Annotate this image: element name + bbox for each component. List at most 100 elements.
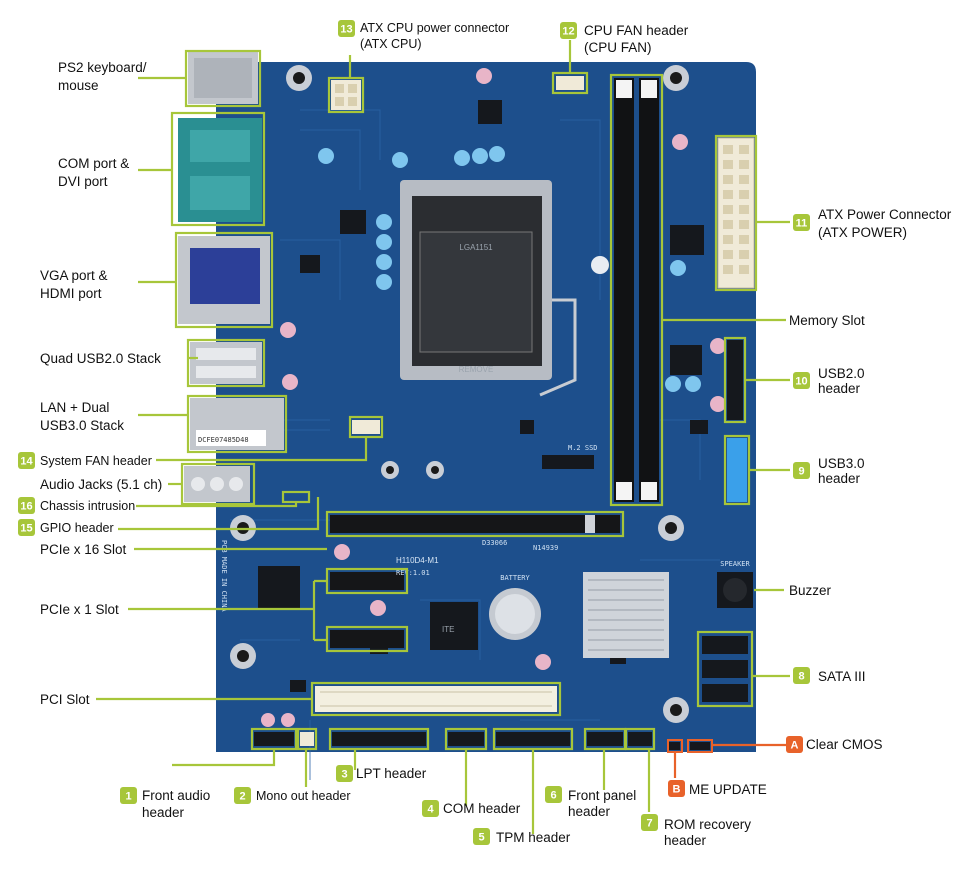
callout-9-line1: USB3.0 [818,456,865,471]
label-audio-jacks: Audio Jacks (5.1 ch) [40,477,162,492]
pcie-x1-slot-2 [330,630,404,648]
callout-10-line2: header [818,381,861,396]
callout-9: 9 USB3.0 header [793,456,865,486]
board-marker [591,256,609,274]
label-pci: PCI Slot [40,692,90,707]
system-fan-connector [352,420,380,434]
badge-11: 11 [796,218,808,230]
callout-14: 14 System FAN header [18,452,152,469]
label-usb2-stack: Quad USB2.0 Stack [40,351,161,366]
callout-b-line1: ME UPDATE [689,782,767,797]
callout-15-line1: GPIO header [40,521,114,535]
badge-8: 8 [798,671,804,683]
badge-a: A [791,740,799,752]
sticker-serial: DCFE07485D48 [198,436,249,444]
callout-a-line1: Clear CMOS [806,737,883,752]
callout-13-line2: (ATX CPU) [360,37,422,51]
badge-16: 16 [20,501,32,513]
memory-slots [614,78,659,502]
usb2-connector [727,340,743,420]
board-code-b: N14939 [533,544,558,552]
board-model: H110D4-M1 [396,556,439,565]
label-pcie1: PCIe x 1 Slot [40,602,119,617]
badge-12: 12 [562,26,574,38]
badge-6: 6 [550,790,556,802]
motherboard: LGA1151 REMOVE [178,52,756,780]
socket-label: LGA1151 [459,243,493,252]
m2-slot [542,455,594,469]
callout-12: 12 CPU FAN header (CPU FAN) [560,22,689,55]
label-vga-hdmi-line1: VGA port & [40,268,108,283]
callout-11-line2: (ATX POWER) [818,225,907,240]
callout-6-line1: Front panel [568,788,636,803]
callout-5: 5 TPM header [473,828,571,845]
badge-10: 10 [795,376,807,388]
callout-6-line2: header [568,804,611,819]
remove-label: REMOVE [459,365,494,374]
capacitors [261,68,726,727]
board-code-a: D33066 [482,539,507,547]
badge-9: 9 [798,466,804,478]
bottom-headers [254,732,710,750]
mounting-holes [230,65,689,723]
callout-13-line1: ATX CPU power connector [360,21,509,35]
callout-1-line1: Front audio [142,788,210,803]
badge-4: 4 [427,804,434,816]
callout-10-line1: USB2.0 [818,366,865,381]
callout-15: 15 GPIO header [18,519,114,536]
callout-b: B ME UPDATE [668,780,767,797]
board-rev: REV:1.01 [396,569,430,577]
cmos-battery: BATTERY [489,574,541,640]
callout-2-line1: Mono out header [256,789,351,803]
badge-15: 15 [20,523,32,535]
buzzer-component: SPEAKER [717,560,753,608]
sata-ports [702,636,748,702]
cpu-fan-connector [556,76,584,90]
callout-16: 16 Chassis intrusion [18,497,135,514]
callout-3: 3 LPT header [336,765,427,782]
label-com-dvi-line2: DVI port [58,174,108,189]
callout-9-line2: header [818,471,861,486]
callout-4-line1: COM header [443,801,521,816]
callout-13: 13 ATX CPU power connector (ATX CPU) [338,20,509,51]
chip-label: ITE [442,625,454,634]
callout-10: 10 USB2.0 header [793,366,865,396]
callout-12-line2: (CPU FAN) [584,40,652,55]
pcie-x1-slot-1 [330,572,404,590]
callout-7-line2: header [664,833,707,848]
label-buzzer: Buzzer [789,583,832,598]
badge-7: 7 [646,818,652,830]
callout-8-line1: SATA III [818,669,866,684]
callout-11: 11 ATX Power Connector (ATX POWER) [793,207,952,240]
badge-13: 13 [340,24,352,36]
made-in-label: PCB MADE IN CHINA [220,540,228,612]
speaker-label: SPEAKER [720,560,750,568]
pcb [216,62,756,752]
atx-cpu-connector [331,80,361,110]
cpu-socket: LGA1151 REMOVE [400,180,577,397]
label-pcie16: PCIe x 16 Slot [40,542,127,557]
component-labels: PS2 keyboard/ mouse COM port & DVI port … [40,60,865,707]
callout-14-line1: System FAN header [40,454,152,468]
label-ps2-line2: mouse [58,78,99,93]
label-lan-usb3-line2: USB3.0 Stack [40,418,124,433]
callout-7-line1: ROM recovery [664,817,751,832]
callout-7: 7 ROM recovery header [641,814,751,848]
label-lan-usb3-line1: LAN + Dual [40,400,109,415]
badge-14: 14 [20,456,33,468]
callout-1-line2: header [142,805,185,820]
battery-label: BATTERY [500,574,530,582]
badge-1: 1 [125,791,131,803]
badge-5: 5 [478,832,484,844]
callout-12-line1: CPU FAN header [584,23,689,38]
callout-a: A Clear CMOS [786,736,883,753]
m2-label: M.2 SSD [568,444,598,452]
badge-b: B [673,784,681,796]
callout-1: 1 Front audio header [120,787,210,820]
label-ps2-line1: PS2 keyboard/ [58,60,147,75]
callout-11-line1: ATX Power Connector [818,207,952,222]
label-vga-hdmi-line2: HDMI port [40,286,102,301]
badge-2: 2 [239,791,245,803]
badge-3: 3 [341,769,347,781]
